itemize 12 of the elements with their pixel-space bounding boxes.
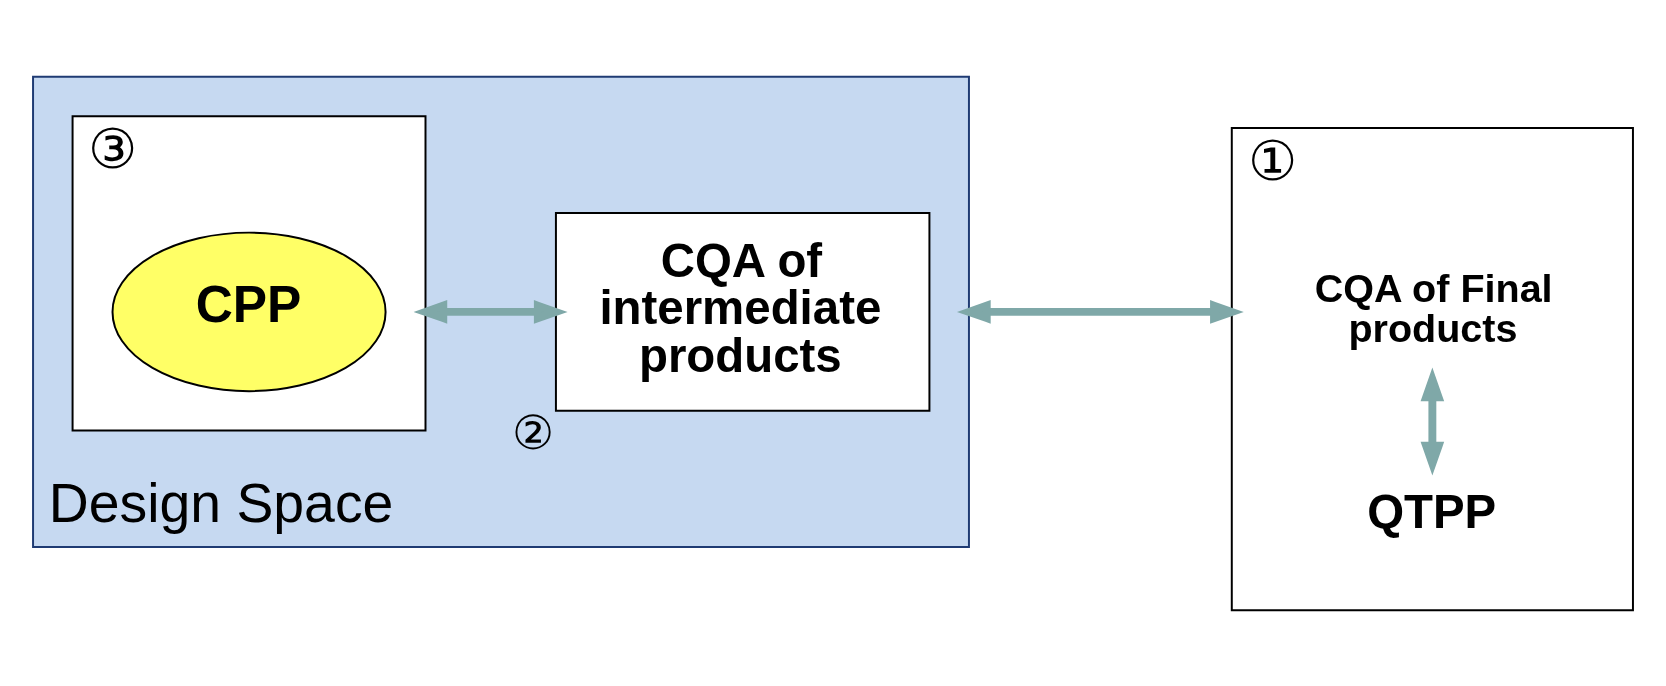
node-text: CQA of Final products [1314, 265, 1553, 350]
cluster [1230, 126, 1634, 611]
node-text: QTPP [1367, 484, 1497, 538]
node-label: ② [512, 405, 555, 459]
cluster [71, 114, 427, 431]
arrow [413, 299, 568, 324]
node-ellipse: CPP [111, 231, 387, 392]
node-label: ① [1247, 129, 1297, 192]
arrow [957, 299, 1244, 324]
node-box: CQA of intermediate products [554, 211, 931, 412]
arrow [1420, 367, 1445, 476]
node-label: ③ [88, 117, 138, 180]
